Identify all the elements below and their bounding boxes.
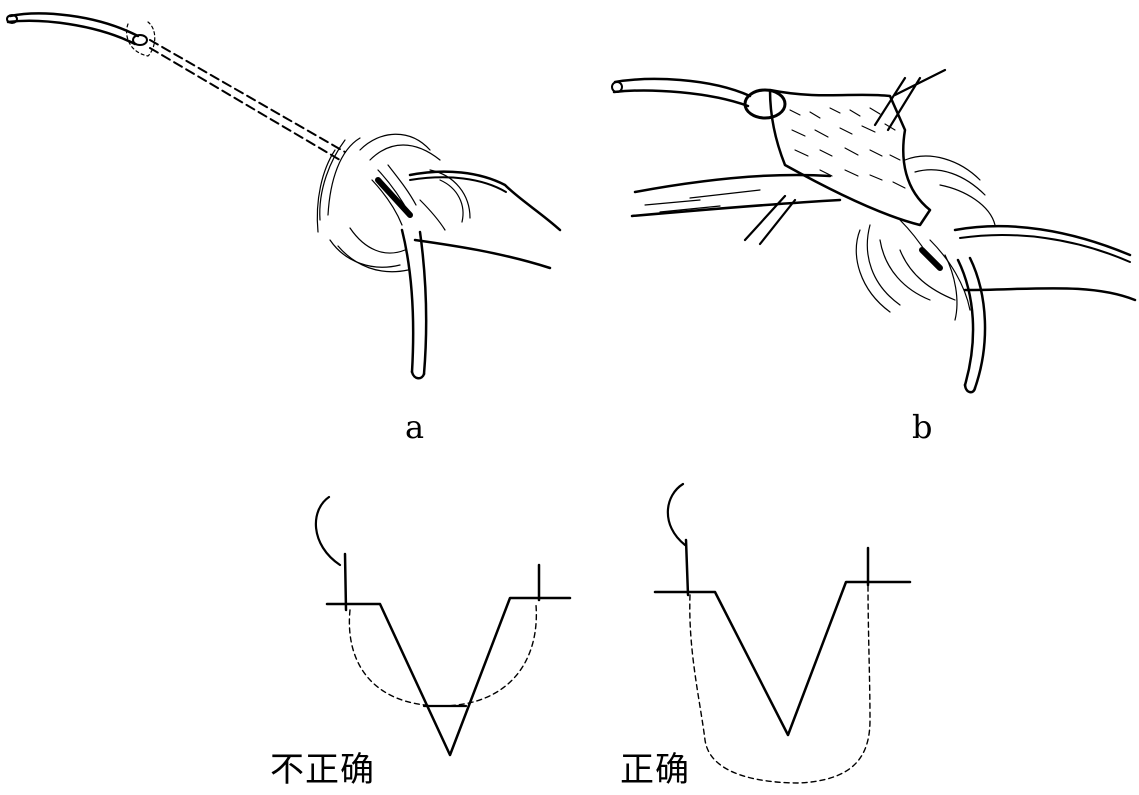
drain-tube [400,228,428,376]
panel-a-label: a [405,408,425,446]
panel-b-label: b [912,408,933,446]
panel-b-illustration [611,68,1137,394]
tissue-membrane [768,88,932,227]
tissue-hatching [316,133,471,273]
tissue-hatching-b [855,155,996,321]
instrument-shaft [630,173,842,218]
correct-caption: 正确 [620,750,690,790]
suture-hook-icon [314,495,342,567]
forceps-upper-icon [873,68,947,132]
drain-tube-b [956,256,987,390]
panel-a-illustration [6,12,562,380]
instrument-body-b [953,224,1137,302]
suture-hook-icon-b [666,482,687,547]
incorrect-caption: 不正确 [270,750,375,790]
needle-icon [6,12,140,46]
correct-suture-diagram [653,482,912,784]
needle-icon-b [612,77,752,108]
forceps-lower-icon [743,194,797,246]
incorrect-suture-diagram [314,495,572,757]
suture-thread-dashed [149,39,346,161]
instrument-body [408,170,562,270]
